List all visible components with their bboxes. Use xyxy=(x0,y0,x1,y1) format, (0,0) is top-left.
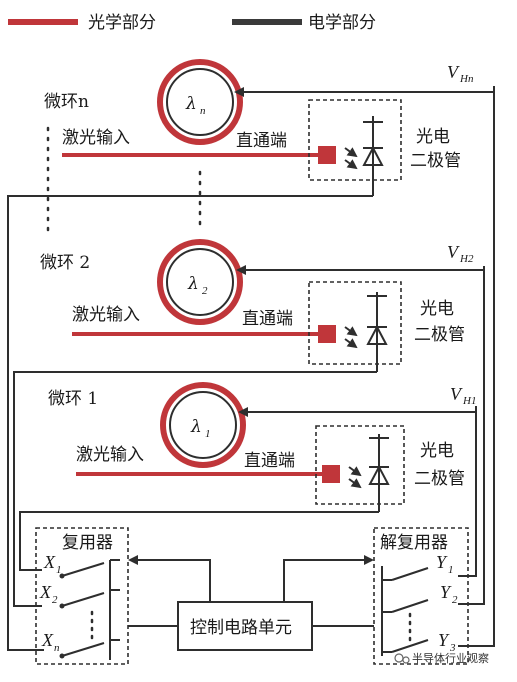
microring-n: 微环n λ n 激光输入 直通端 光电 二极管 V Hn xyxy=(44,59,495,196)
demux-output-3-sub: 3 xyxy=(449,642,456,654)
photodiode-box xyxy=(308,99,402,181)
multiplexer: 复用器 X 1 X 2 X n xyxy=(35,527,129,665)
ring-name: 微环 2 xyxy=(40,253,90,273)
mux-input-n-sub: n xyxy=(54,642,60,654)
heater-voltage-label: V xyxy=(447,242,460,262)
demux-box xyxy=(373,527,469,665)
microring-1: 微环 1 λ 1 激光输入 直通端 光电 二极管 V H1 xyxy=(48,382,477,512)
heater-voltage-sub: H1 xyxy=(462,395,476,407)
demux-output-2: Y xyxy=(440,582,452,602)
legend: 光学部分 电学部分 xyxy=(8,13,376,33)
laser-input-label: 激光输入 xyxy=(62,128,130,148)
laser-input-label: 激光输入 xyxy=(72,305,140,325)
photodiode-icon xyxy=(344,292,388,372)
microring-2: 微环 2 λ 2 激光输入 直通端 光电 二极管 V H2 xyxy=(40,239,485,372)
laser-input-label: 激光输入 xyxy=(76,445,144,465)
ring-heater xyxy=(166,68,234,136)
heater-voltage-label: V xyxy=(450,384,463,404)
ring-name: 微环n xyxy=(44,92,89,112)
ring-wavelength-sub: 1 xyxy=(205,428,211,440)
through-port-label: 直通端 xyxy=(236,131,287,151)
demux-switches xyxy=(381,566,429,656)
ring-name: 微环 1 xyxy=(48,389,98,409)
photodiode-label-1: 光电 xyxy=(420,299,454,319)
demux-output-1-sub: 1 xyxy=(448,564,454,576)
controller-to-mux-arrow xyxy=(128,555,211,602)
ring-wavelength-sub: n xyxy=(200,105,206,117)
demux-output-1: Y xyxy=(436,552,448,572)
photodiode-box xyxy=(308,281,402,365)
heater-voltage-label: V xyxy=(447,62,460,82)
legend-electrical-label: 电学部分 xyxy=(308,13,376,33)
heater-line xyxy=(234,86,495,97)
mux-title: 复用器 xyxy=(62,533,113,553)
mux-input-2-sub: 2 xyxy=(52,594,58,606)
through-port-square xyxy=(318,146,336,164)
heater-line xyxy=(236,265,485,275)
watermark-text: 半导体行业观察 xyxy=(412,651,489,665)
watermark: 半导体行业观察 xyxy=(394,651,489,665)
ring-wavelength: λ xyxy=(187,274,199,294)
through-port-square xyxy=(322,465,340,483)
photodiode-label-2: 二极管 xyxy=(414,325,465,345)
demux-output-2-sub: 2 xyxy=(452,594,458,606)
heater-line xyxy=(238,406,477,417)
mux-switches xyxy=(59,559,120,660)
mux-input-1: X xyxy=(43,552,56,572)
legend-optical-label: 光学部分 xyxy=(88,13,156,33)
controller-to-demux-arrow xyxy=(283,555,374,602)
ring-heater xyxy=(169,391,237,459)
photodiode-label-2: 二极管 xyxy=(414,469,465,489)
ring-optical xyxy=(157,59,243,145)
photodiode-label-2: 二极管 xyxy=(410,151,461,171)
demultiplexer: 解复用器 Y 1 Y 2 Y 3 xyxy=(373,527,469,665)
control-circuit-unit: 控制电路单元 xyxy=(128,555,374,651)
through-port-label: 直通端 xyxy=(244,451,295,471)
through-port-square xyxy=(318,325,336,343)
ring-wavelength: λ xyxy=(190,417,202,437)
through-port-label: 直通端 xyxy=(242,309,293,329)
photodiode-icon xyxy=(344,116,384,196)
ring-heater xyxy=(166,248,234,316)
wiring xyxy=(7,86,495,651)
ring-optical xyxy=(160,382,246,468)
mux-input-n: X xyxy=(41,630,54,650)
demux-title: 解复用器 xyxy=(380,533,448,553)
heater-voltage-sub: Hn xyxy=(459,73,474,85)
ring-wavelength-sub: 2 xyxy=(202,285,208,297)
ellipsis-dots xyxy=(46,126,202,240)
controller-label: 控制电路单元 xyxy=(190,618,292,638)
mux-input-2: X xyxy=(39,582,52,602)
ring-optical xyxy=(157,239,243,325)
mux-box xyxy=(35,527,129,665)
photodiode-label-1: 光电 xyxy=(420,441,454,461)
photodiode-label-1: 光电 xyxy=(416,127,450,147)
mux-input-1-sub: 1 xyxy=(56,564,62,576)
demux-output-3: Y xyxy=(438,630,450,650)
ring-wavelength: λ xyxy=(185,94,197,114)
heater-voltage-sub: H2 xyxy=(459,253,474,265)
photodiode-box xyxy=(315,425,405,505)
photodiode-icon xyxy=(348,434,390,512)
